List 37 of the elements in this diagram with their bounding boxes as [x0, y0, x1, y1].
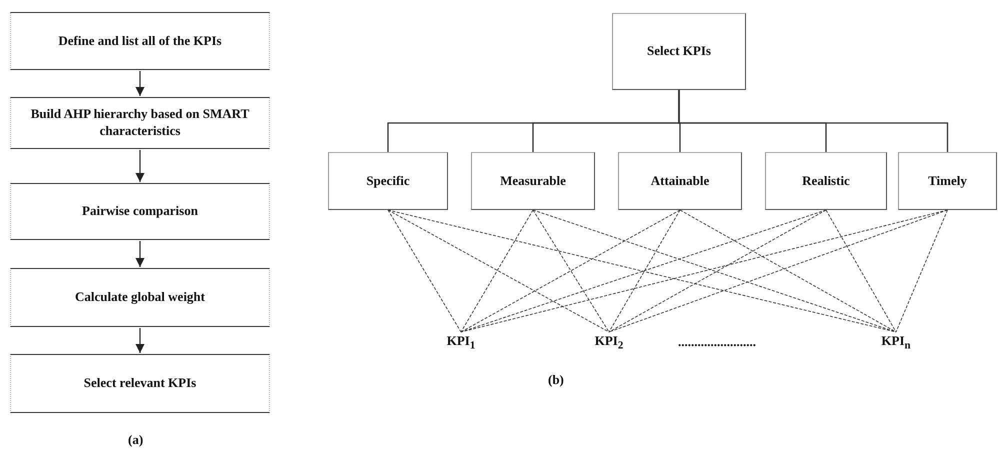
process-box: Build AHP hierarchy based on SMART characteristics [10, 97, 270, 149]
connector-line [608, 210, 826, 332]
arrow [135, 150, 145, 182]
connector-line [460, 210, 680, 332]
connector-line [608, 210, 680, 332]
criterion-box: Measurable [471, 152, 595, 210]
panel-label: (a) [128, 432, 144, 448]
connector-line [680, 210, 896, 332]
process-box: Select relevant KPIs [10, 354, 270, 413]
process-box: Define and list all of the KPIs [10, 12, 270, 70]
criterion-box: Attainable [618, 152, 742, 210]
panel-label: (b) [548, 372, 564, 388]
kpi-label: KPI$_{2}$ [584, 332, 634, 354]
kpi-label: KPI$_{n}$ [871, 332, 921, 354]
criterion-box: Timely [898, 152, 997, 210]
connector-line [460, 210, 948, 332]
connector-line [460, 210, 826, 332]
connector-line [388, 210, 462, 332]
process-box: Pairwise comparison [10, 183, 270, 240]
connector-line [678, 90, 948, 152]
arrow [135, 71, 145, 96]
arrow [135, 328, 145, 353]
connector-line [532, 210, 610, 332]
connector-line [388, 210, 610, 332]
connector-line [460, 210, 534, 332]
arrow [135, 241, 145, 267]
ellipsis: ........................ [678, 334, 756, 350]
connector-line [388, 210, 896, 332]
connector-line [896, 210, 948, 332]
criterion-box: Specific [328, 152, 448, 210]
kpi-label: KPI$_{1}$ [436, 332, 486, 354]
goal-box: Select KPIs [612, 13, 746, 90]
process-box: Calculate global weight [10, 268, 270, 327]
connector-line [826, 210, 896, 332]
connector-line [532, 210, 896, 332]
connector-line [608, 210, 948, 332]
criterion-box: Realistic [765, 152, 887, 210]
